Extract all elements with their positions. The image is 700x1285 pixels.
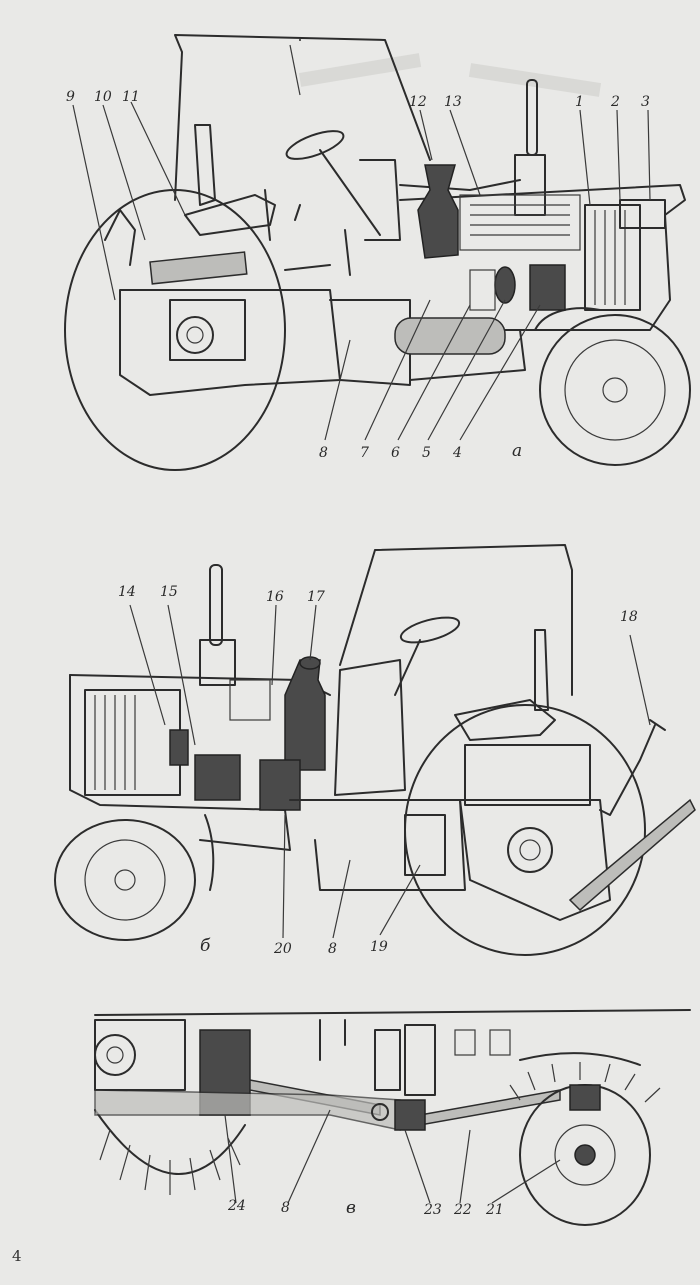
air-tank <box>394 317 506 355</box>
universal-joint <box>394 1099 426 1131</box>
callout-8: 8 <box>319 445 328 461</box>
transmission <box>119 289 341 396</box>
figure-b-sublabel: б <box>200 936 211 956</box>
callout-1: 1 <box>575 94 584 110</box>
figure-c: 24 8 23 22 21 в <box>0 990 700 1240</box>
center-housing <box>94 1089 401 1131</box>
callout-3: 3 <box>641 94 650 110</box>
left-wheel <box>94 1109 246 1175</box>
seat <box>184 194 276 236</box>
callout-8: 8 <box>281 1200 290 1216</box>
figure-a: 9 10 11 12 13 1 2 3 8 7 6 5 4 а <box>0 0 700 480</box>
hitch-link <box>568 798 696 912</box>
transmission <box>289 799 466 891</box>
callout-4: 4 <box>453 445 462 461</box>
callout-11: 11 <box>122 89 140 105</box>
callout-2: 2 <box>611 94 620 110</box>
callout-24: 24 <box>228 1198 246 1214</box>
hood <box>69 674 291 851</box>
callout-13: 13 <box>444 94 462 110</box>
callout-18: 18 <box>620 609 638 625</box>
tractor-side-view-right <box>54 544 696 956</box>
callout-22: 22 <box>454 1202 472 1218</box>
exhaust-pipe <box>514 154 546 216</box>
air-cleaner <box>284 659 326 771</box>
callout-12: 12 <box>409 94 427 110</box>
callout-16: 16 <box>266 589 284 605</box>
page-number: 4 <box>12 1247 22 1265</box>
callout-19: 19 <box>370 939 388 955</box>
callout-14: 14 <box>118 584 136 600</box>
callout-5: 5 <box>422 445 431 461</box>
callout-23: 23 <box>424 1202 442 1218</box>
callout-10: 10 <box>94 89 112 105</box>
tractor-underside-view <box>94 1009 691 1226</box>
cab-outline <box>174 34 431 201</box>
callout-17: 17 <box>307 589 325 605</box>
fuel-pump <box>194 754 241 801</box>
seat <box>454 699 556 741</box>
hydraulic-cylinder <box>149 251 248 285</box>
figure-a-sublabel: а <box>512 441 523 461</box>
steering-wheel <box>399 616 461 644</box>
compressor <box>529 264 566 311</box>
callout-6: 6 <box>391 445 400 461</box>
steering-wheel <box>285 130 345 160</box>
callout-8: 8 <box>328 941 337 957</box>
callout-7: 7 <box>360 445 369 461</box>
upper-link <box>599 724 656 816</box>
callout-15: 15 <box>160 584 178 600</box>
front-wheel <box>539 314 691 466</box>
cab-outline <box>339 544 573 696</box>
rear-wheel <box>404 704 646 956</box>
exhaust-pipe <box>199 639 236 686</box>
callout-9: 9 <box>66 89 75 105</box>
rear-wheel <box>64 189 286 471</box>
figure-c-sublabel: в <box>346 1198 356 1218</box>
front-wheel <box>54 819 196 941</box>
rear-axle-housing <box>169 299 246 361</box>
air-cleaner <box>417 164 459 259</box>
callout-20: 20 <box>274 941 292 957</box>
figure-b: 14 15 16 17 18 20 8 19 б <box>0 480 700 980</box>
radiator <box>584 204 641 311</box>
rear-axle-housing <box>464 744 591 806</box>
tractor-side-view-left <box>64 34 691 471</box>
callout-21: 21 <box>486 1202 504 1218</box>
